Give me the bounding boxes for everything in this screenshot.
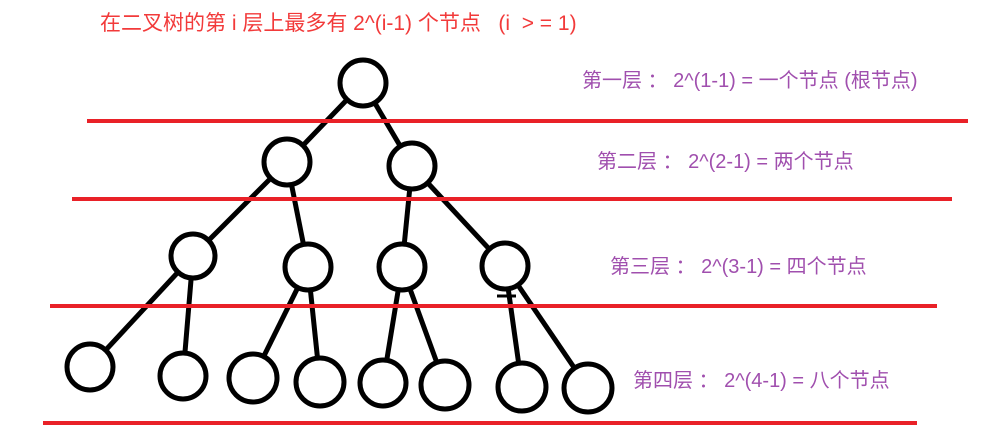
tree-node-level4 — [226, 351, 280, 405]
level-1-annotation: 第一层 ： 2^(1-1) = 一个节点 (根节点) — [582, 70, 918, 92]
diagram-title: 在二叉树的第 i 层上最多有 2^(i-1) 个节点 (i > = 1) — [100, 12, 577, 35]
tree-node-level4 — [293, 355, 347, 409]
tree-node-level1 — [337, 57, 389, 109]
level-3-annotation: 第三层 ： 2^(3-1) = 四个节点 — [610, 256, 867, 278]
tree-node-level3 — [376, 241, 428, 293]
tree-node-level2 — [261, 136, 313, 188]
tree-node-level4 — [418, 358, 472, 412]
tree-node-level4 — [64, 341, 116, 393]
tree-node-level3 — [479, 240, 531, 292]
tree-node-level2 — [386, 140, 438, 192]
tree-node-level3 — [282, 241, 334, 293]
tree-node-level4 — [495, 360, 549, 414]
level-2-annotation: 第二层 ： 2^(2-1) = 两个节点 — [597, 151, 854, 173]
level-4-annotation: 第四层 ： 2^(4-1) = 八个节点 — [633, 370, 890, 392]
tree-node-level4 — [357, 357, 409, 409]
tree-node-level3 — [168, 231, 218, 281]
tree-node-level4 — [561, 361, 615, 415]
tree-node-level4 — [157, 350, 209, 402]
